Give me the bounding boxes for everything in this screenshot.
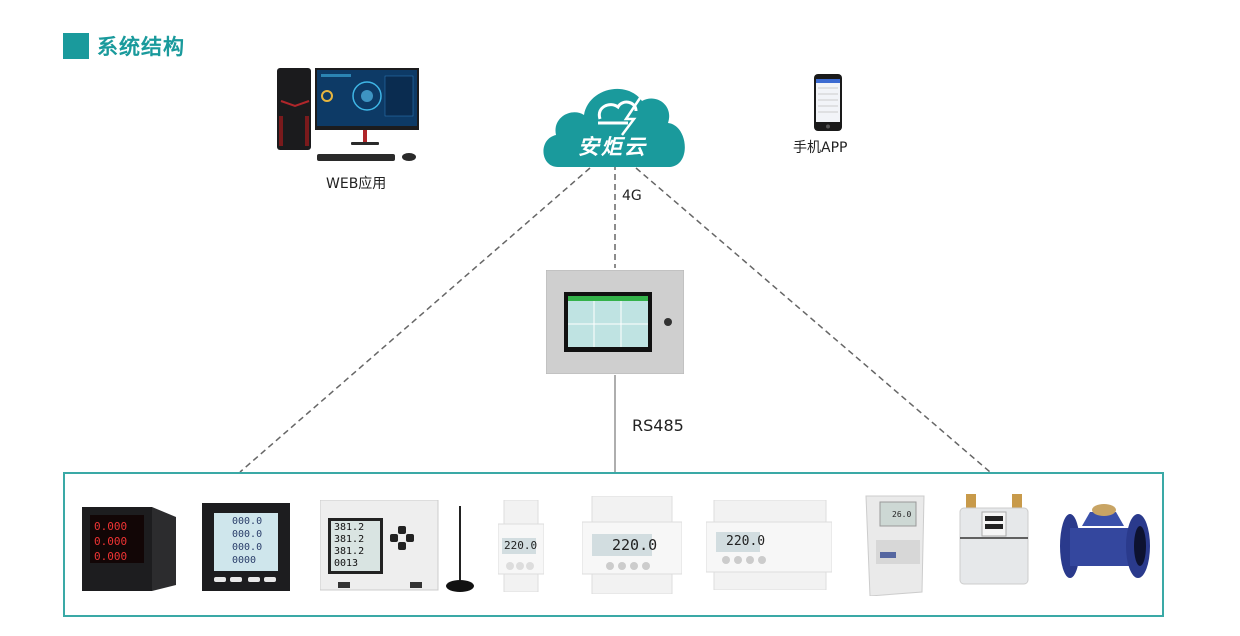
device-three-phase-din: 220.0 <box>705 499 833 591</box>
reading-1: 220.0 <box>612 536 658 554</box>
reading-3: 000.0 <box>232 542 263 553</box>
web-app-node <box>275 66 425 166</box>
reading-1: 381.2 <box>334 522 365 533</box>
water-meter-icon <box>1060 504 1150 578</box>
smartphone-icon <box>814 74 842 131</box>
reading-2: 000.0 <box>232 529 263 540</box>
device-gas-meter <box>956 494 1032 586</box>
reading-3: 0.000 <box>94 550 128 563</box>
wall-meter-icon <box>865 495 925 597</box>
web-app-label: WEB应用 <box>326 176 387 192</box>
mobile-app-label: 手机APP <box>793 140 848 156</box>
din-meter-icon <box>319 499 474 592</box>
field-devices-box <box>63 472 1164 617</box>
cloud-logo-icon <box>543 88 685 167</box>
gas-meter-icon <box>959 494 1029 585</box>
uplink-label: 4G <box>622 188 642 204</box>
reading-1: 26.0 <box>892 510 912 519</box>
reading-4: 0000 <box>232 555 257 566</box>
device-din-wireless-meter: 381.2 381.2 381.2 0013 <box>319 499 480 596</box>
device-single-phase: 220.0 <box>581 495 683 595</box>
reading-2: 0.000 <box>94 535 128 548</box>
three-phase-meter-icon <box>705 499 833 591</box>
single-phase-meter-icon <box>497 499 545 593</box>
device-wall-meter: 26.0 <box>864 492 926 597</box>
title-marker <box>63 33 89 59</box>
downlink-label: RS485 <box>632 416 684 435</box>
dashed-line-right <box>635 167 991 473</box>
device-panel-meter-lcd: 000.0 000.0 000.0 0000 <box>202 503 290 591</box>
reading-1: 220.0 <box>504 539 538 552</box>
page-title: 系统结构 <box>97 35 185 59</box>
section-header: 系统结构 <box>63 31 185 61</box>
reading-1: 000.0 <box>232 516 263 527</box>
dashed-line-left <box>239 167 591 473</box>
touchscreen-gateway-icon <box>545 269 685 375</box>
device-single-phase-small: 220.0 <box>497 499 545 593</box>
gateway-node <box>545 269 685 375</box>
reading-1: 220.0 <box>726 534 766 549</box>
mobile-app-node <box>812 73 844 133</box>
desktop-computer-icon <box>277 68 419 161</box>
single-phase-meter-icon <box>581 495 683 595</box>
device-panel-meter-red: 0.000 0.000 0.000 <box>82 503 176 593</box>
reading-3: 381.2 <box>334 546 365 557</box>
panel-meter-icon <box>82 507 176 591</box>
cloud-brand-label: 安炬云 <box>578 135 647 159</box>
reading-2: 381.2 <box>334 534 365 545</box>
reading-4: 0013 <box>334 558 359 569</box>
lcd-meter-icon <box>202 503 290 591</box>
device-water-meter <box>1058 498 1150 586</box>
cloud-node: 安炬云 <box>538 77 690 169</box>
reading-1: 0.000 <box>94 520 128 533</box>
